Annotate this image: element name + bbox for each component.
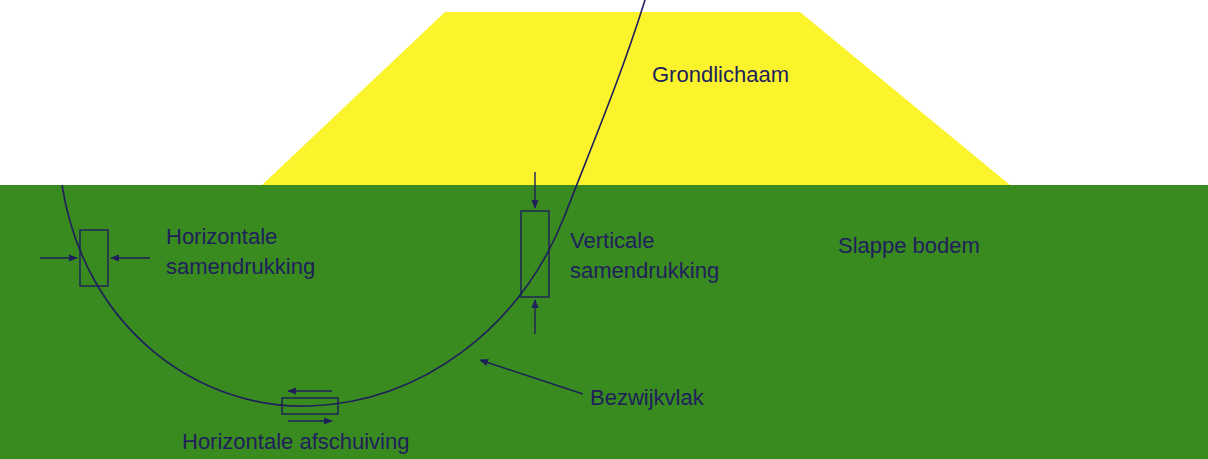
label-holder: Horizontale afschuiving (182, 427, 482, 457)
text-holder: Slappe bodem (838, 231, 1138, 261)
leader-arrow (480, 360, 583, 394)
force-arrow (534, 300, 535, 334)
label-holder: Bezwijkvlak (590, 383, 790, 413)
force-arrow (534, 172, 535, 208)
soil-element (521, 211, 549, 297)
label-holder: Horizontale samendrukking (166, 222, 341, 282)
force-arrow (40, 257, 77, 258)
soil-element (80, 230, 108, 286)
soil-fill (0, 185, 1208, 459)
element-label: Horizontale afschuiving (182, 427, 482, 457)
embankment-label: Grondlichaam (652, 60, 902, 90)
force-arrow (111, 257, 150, 258)
shear-arrow (288, 390, 332, 391)
failure-arc (62, 0, 645, 406)
element-label: Horizontale samendrukking (166, 222, 341, 282)
shear-arrow (288, 420, 332, 421)
embankment: Grondlichaam (262, 12, 1010, 185)
text-holder: Grondlichaam (652, 60, 902, 90)
embankment-fill (262, 12, 1010, 185)
soil-element (282, 398, 338, 414)
failure-surface-label: Bezwijkvlak (590, 383, 790, 413)
embankment-shape (262, 12, 1010, 185)
label-holder: Verticale samendrukking (570, 226, 745, 286)
soil-label: Slappe bodem (838, 231, 1138, 261)
element-label: Verticale samendrukking (570, 226, 745, 286)
